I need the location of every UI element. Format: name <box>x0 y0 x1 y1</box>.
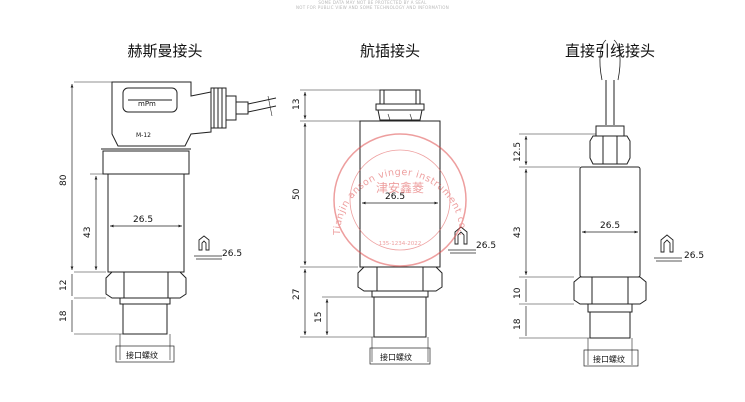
watermark-phone: 135-1234-2022 <box>379 241 421 247</box>
aviation-plug <box>379 89 421 105</box>
direct-wrench-label: 26.5 <box>684 251 704 261</box>
hirschmann-connector-text-1: mPm <box>138 100 156 108</box>
hirschmann-thread <box>119 297 171 305</box>
hirschmann-dim-total: 80 <box>59 174 69 186</box>
hirschmann-drawing <box>70 81 277 363</box>
hirschmann-display-window <box>122 87 178 113</box>
direct-drawing <box>519 39 682 367</box>
watermark-seal: Tianjin anson vinger instrument co.,ltd … <box>0 0 468 267</box>
hirschmann-thread-label: 接口螺纹 <box>126 350 158 360</box>
aviation-hex <box>357 266 443 292</box>
direct-cable <box>605 80 615 125</box>
title-aviation: 航插接头 <box>359 42 420 60</box>
header-note-1: SOME DATA MAY NOT BE PROTECTED BY A SEAL <box>318 0 427 5</box>
direct-wrench-icon <box>660 234 674 253</box>
aviation-thread-label: 接口螺纹 <box>380 352 412 362</box>
hirschmann-hex <box>105 271 187 299</box>
hirschmann-connector-text-2: M-12 <box>136 132 151 139</box>
direct-dim-body: 43 <box>513 227 523 238</box>
hirschmann-knurl-ring <box>102 150 190 175</box>
direct-gland <box>595 125 625 137</box>
aviation-dim-plug: 13 <box>292 99 302 110</box>
hirschmann-diameter-label: 26.5 <box>133 215 153 225</box>
direct-hex <box>573 276 647 305</box>
hirschmann-dim-hex: 12 <box>59 280 69 291</box>
aviation-dim-lower: 27 <box>292 289 302 300</box>
title-direct: 直接引线接头 <box>564 42 655 60</box>
hirschmann-dim-thread: 18 <box>59 310 69 322</box>
direct-thread <box>587 303 633 313</box>
direct-dim-thread: 18 <box>513 318 523 330</box>
aviation-dim-thread: 15 <box>314 312 324 323</box>
aviation-thread <box>371 290 429 298</box>
hirschmann-connector-box <box>111 81 212 147</box>
hirschmann-wrench-label: 26.5 <box>222 249 242 259</box>
aviation-wrench-label: 26.5 <box>476 241 496 251</box>
direct-diameter-label: 26.5 <box>600 221 620 231</box>
header-note-2: NOT FOR PUBLIC VIEW AND SOME TECHNOLOGY … <box>296 5 449 10</box>
aviation-dim-body: 50 <box>292 188 302 200</box>
aviation-drawing <box>300 89 476 365</box>
aviation-diameter-label: 26.5 <box>385 192 405 202</box>
direct-dim-hex: 10 <box>513 287 523 299</box>
direct-thread-label: 接口螺纹 <box>593 354 625 364</box>
watermark-cn: 津安鑫菱 <box>376 180 424 195</box>
title-hirschmann: 赫斯曼接头 <box>127 42 203 60</box>
hirschmann-dim-body: 43 <box>83 227 93 238</box>
direct-dim-gland: 12.5 <box>513 142 523 162</box>
hirschmann-wrench-icon <box>198 235 210 251</box>
